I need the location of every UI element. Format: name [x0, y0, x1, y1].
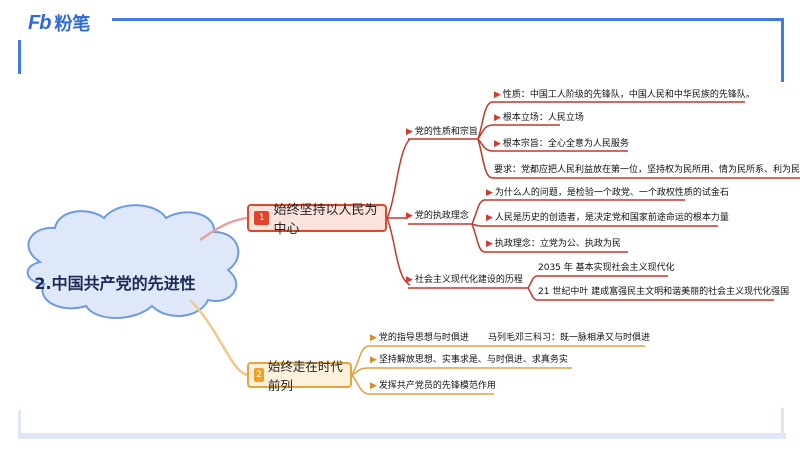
- frame-line-left: [18, 40, 21, 74]
- connector-b1-sub1: [386, 138, 411, 219]
- sub-node: ▶党的性质和宗旨: [406, 128, 478, 137]
- sub-label: 党的执政理念: [414, 211, 469, 221]
- frame-line-right: [781, 18, 784, 82]
- central-cloud-shape: [26, 204, 240, 319]
- logo-mark: Fb: [28, 11, 51, 34]
- connector-s3-l1: [527, 275, 537, 289]
- connector-s2-l3: [471, 223, 485, 253]
- central-topic: 2.中国共产党的先进性: [34, 274, 196, 293]
- connector-s2-l2: [471, 223, 485, 227]
- leaf-node: ▶根本宗旨：全心全意为人民服务: [494, 140, 629, 149]
- leaf-node: ▶执政理念：立党为公、执政为民: [486, 240, 621, 249]
- sub-label: 发挥共产党员的先锋模范作用: [378, 381, 496, 391]
- leaf-label: 马列毛邓三科习：既一脉相承又与时俱进: [488, 333, 651, 343]
- sub-node: ▶发挥共产党员的先锋模范作用: [370, 382, 496, 391]
- sub-node: ▶党的执政理念: [406, 212, 469, 221]
- connector-s1-l1: [477, 101, 493, 140]
- sub-node: ▶党的指导思想与时俱进: [370, 334, 469, 343]
- leaf-label: 2035 年 基本实现社会主义现代化: [538, 263, 675, 273]
- sub-label: 党的性质和宗旨: [414, 127, 478, 137]
- leaf-label: 性质：中国工人阶级的先锋队，中国人民和中华民族的先锋队。: [502, 90, 755, 100]
- connector-b2-sub3: [351, 374, 369, 395]
- frame-line-right-lower: [781, 408, 784, 435]
- branch-label: 始终走在时代前列: [267, 359, 343, 393]
- frame-line-left-lower: [18, 410, 21, 435]
- sub-node: ▶坚持解放思想、实事求是、与时俱进、求真务实: [370, 356, 568, 365]
- flag-icon: ▶: [370, 333, 377, 343]
- sub-label: 坚持解放思想、实事求是、与时俱进、求真务实: [378, 355, 568, 365]
- leaf-node: 马列毛邓三科习：既一脉相承又与时俱进: [488, 334, 650, 343]
- connector-b1-sub3: [386, 217, 411, 286]
- connector-s3-l2: [527, 287, 537, 301]
- flag-icon: ▶: [370, 355, 377, 365]
- connector-s1-l3: [477, 138, 493, 152]
- leaf-node: ▶根本立场：人民立场: [494, 114, 584, 123]
- leaf-label: 人民是历史的创造者，是决定党和国家前途命运的根本力量: [494, 213, 729, 223]
- leaf-label: 21 世纪中叶 建成富强民主文明和谐美丽的社会主义现代化强国: [538, 287, 790, 297]
- connector-b2-sub1: [351, 345, 369, 376]
- connector-cloud-b1: [199, 216, 248, 242]
- flag-icon: ▶: [494, 90, 501, 100]
- flag-icon: ▶: [494, 139, 501, 149]
- sub-label: 社会主义现代化建设的历程: [414, 275, 523, 285]
- flag-icon: ▶: [494, 113, 501, 123]
- connector-b2-sub2: [351, 367, 369, 376]
- number-icon: 2: [254, 368, 264, 382]
- flag-icon: ▶: [370, 381, 377, 391]
- branch-people-centered: 1 始终坚持以人民为中心: [247, 203, 387, 237]
- person-icon: 1: [254, 211, 270, 225]
- flag-icon: ▶: [486, 188, 493, 198]
- flag-icon: ▶: [486, 213, 493, 223]
- branch-label: 始终坚持以人民为中心: [273, 203, 378, 237]
- leaf-label: 为什么人的问题，是检验一个政党、一个政权性质的试金石: [494, 188, 729, 198]
- flag-icon: ▶: [406, 127, 413, 137]
- leaf-label: 要求：党都应把人民利益放在第一位，坚持权为民所用、情为民所系、利为民所谋: [494, 165, 800, 175]
- connector-s1-l4: [477, 138, 493, 179]
- logo-text: 粉笔: [54, 14, 91, 35]
- leaf-label: 根本宗旨：全心全意为人民服务: [502, 139, 629, 149]
- leaf-label: 执政理念：立党为公、执政为民: [494, 239, 621, 249]
- branch-forefront-of-times: 2 始终走在时代前列: [247, 359, 352, 393]
- flag-icon: ▶: [406, 275, 413, 285]
- sub-node: ▶社会主义现代化建设的历程: [406, 276, 523, 285]
- leaf-node: 2035 年 基本实现社会主义现代化: [538, 264, 675, 273]
- frame-line-top: [112, 18, 784, 21]
- flag-icon: ▶: [486, 239, 493, 249]
- leaf-node: 21 世纪中叶 建成富强民主文明和谐美丽的社会主义现代化强国: [538, 288, 789, 297]
- leaf-label: 根本立场：人民立场: [502, 113, 584, 123]
- leaf-node: 要求：党都应把人民利益放在第一位，坚持权为民所用、情为民所系、利为民所谋: [494, 166, 800, 175]
- connector-s2-l1: [471, 199, 485, 225]
- leaf-node: ▶性质：中国工人阶级的先锋队，中国人民和中华民族的先锋队。: [494, 91, 755, 100]
- flag-icon: ▶: [406, 211, 413, 221]
- leaf-node: ▶人民是历史的创造者，是决定党和国家前途命运的根本力量: [486, 214, 729, 223]
- frame-line-bottom: [18, 433, 786, 439]
- connector-cloud-b2: [189, 299, 248, 377]
- connector-s1-l2: [477, 124, 493, 140]
- sub-label: 党的指导思想与时俱进: [378, 333, 469, 343]
- fenbi-logo: Fb 粉笔: [28, 10, 90, 36]
- leaf-node: ▶为什么人的问题，是检验一个政党、一个政权性质的试金石: [486, 189, 729, 198]
